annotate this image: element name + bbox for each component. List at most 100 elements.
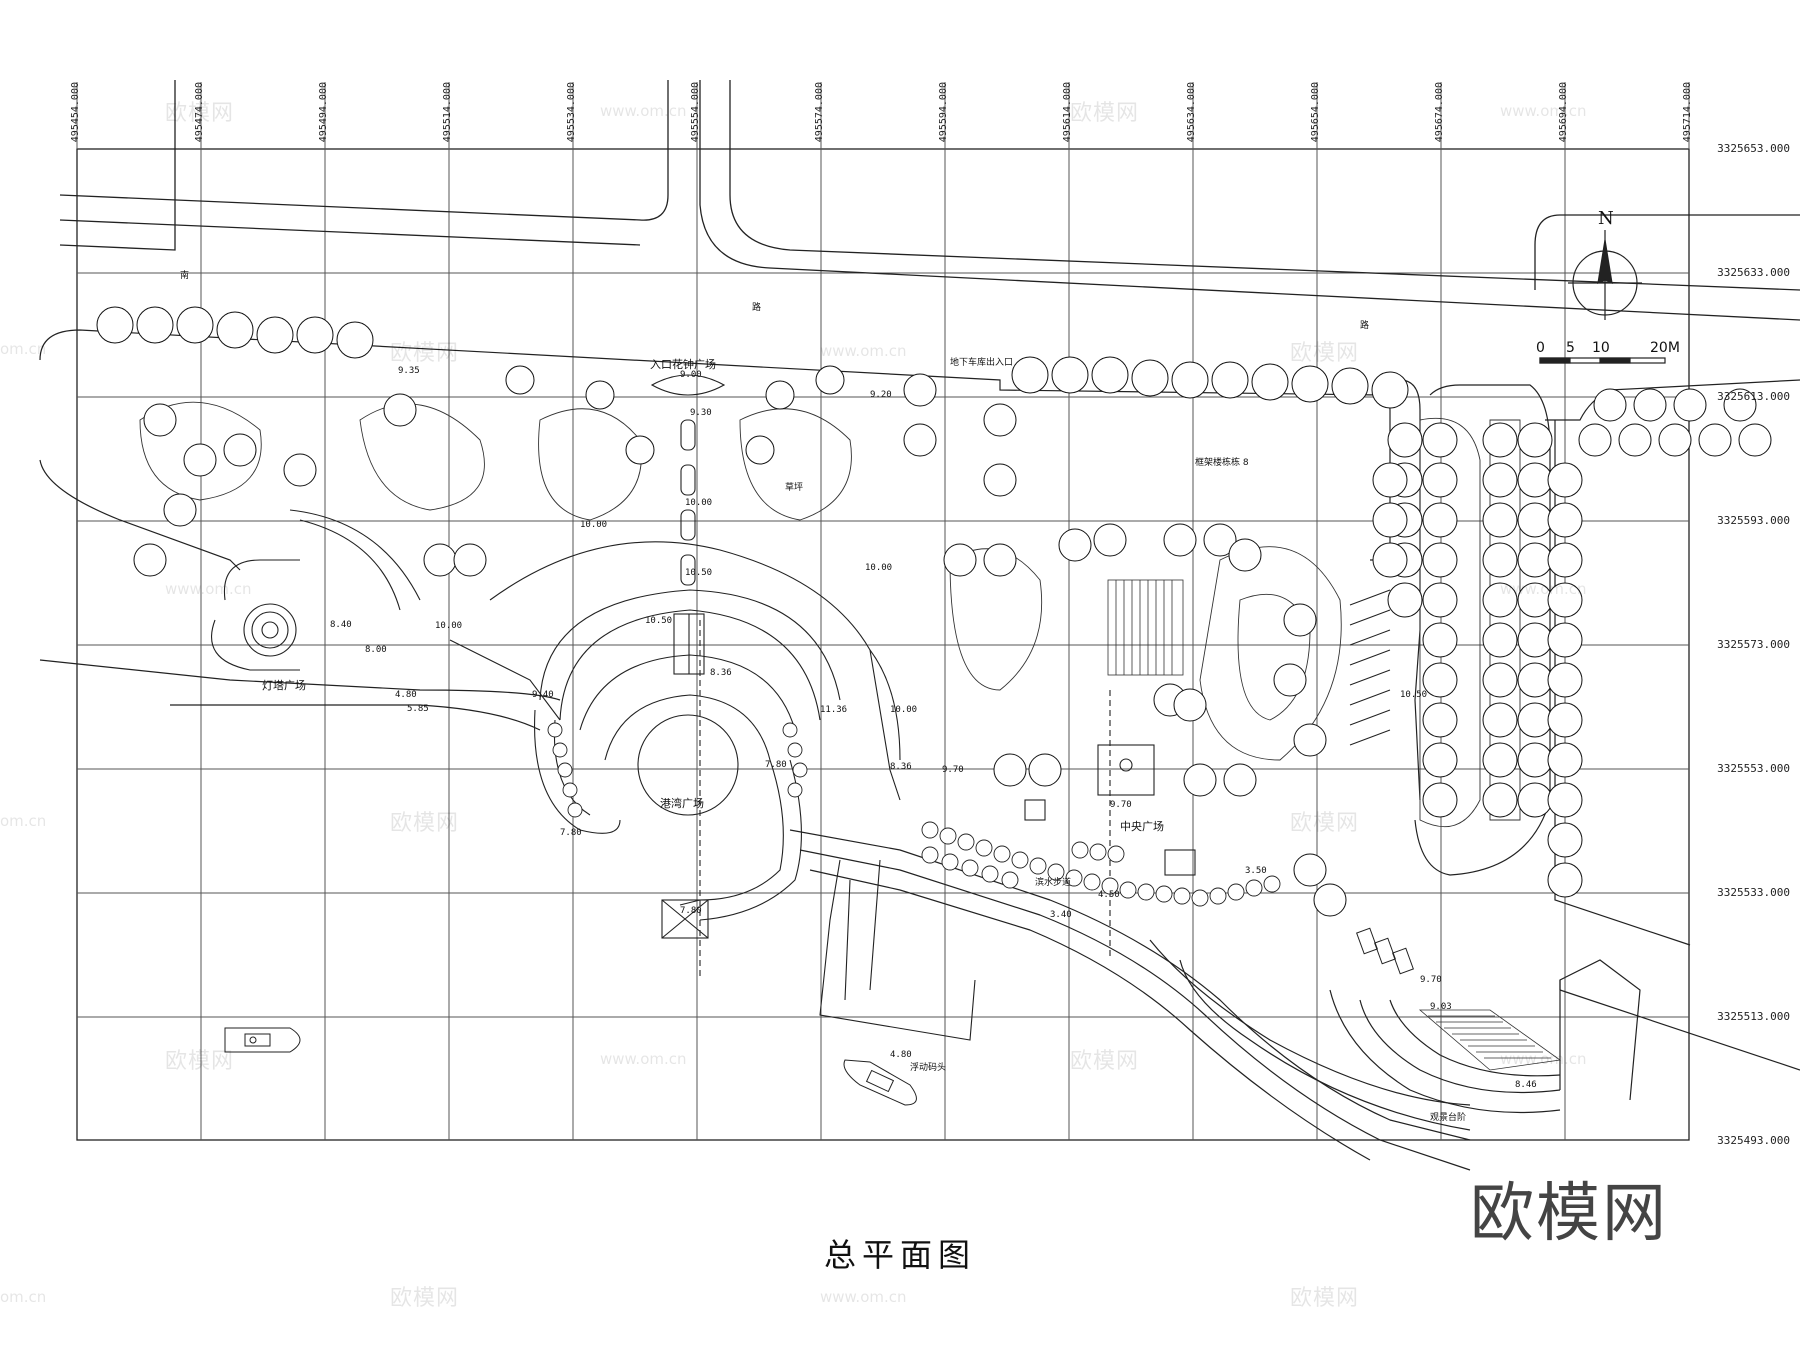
boat-speedboat-right — [843, 1059, 917, 1106]
label-entrance-plaza: 入口花钟广场 — [650, 358, 716, 371]
spot-elevation: 10.00 — [580, 520, 608, 530]
grid-y-label: 3325593.000 — [1717, 514, 1790, 527]
brand-logo: 欧模网 — [1470, 1177, 1668, 1251]
spot-elevation: 9.40 — [532, 690, 554, 700]
grid-x-label: 495494.000 — [318, 82, 329, 143]
spot-elevation: 10.00 — [890, 705, 918, 715]
label-center-plaza: 中央广场 — [1120, 820, 1164, 833]
spot-elevation: 9.70 — [942, 765, 964, 775]
boat-speedboat-left — [224, 1027, 301, 1053]
label-road: 路 — [752, 303, 762, 313]
label-path: 滨水步道 — [1035, 878, 1072, 888]
grid-x-label: 495514.000 — [442, 82, 453, 143]
spot-elevation: 10.00 — [865, 563, 893, 573]
label-road: 路 — [1360, 321, 1370, 331]
spot-elevation: 7.80 — [560, 828, 582, 838]
spot-elevation: 5.85 — [407, 704, 429, 714]
label-lawn: 草坪 — [785, 483, 804, 493]
spot-elevation: 3.40 — [1050, 910, 1072, 920]
watermark: 欧模网 — [1070, 101, 1140, 126]
trees — [96, 306, 1772, 917]
watermark: 欧模网 — [165, 101, 235, 126]
waterfront-edge — [789, 829, 1800, 1171]
drawing-title: 总平面图 — [823, 1236, 976, 1274]
spot-elevation: 11.36 — [820, 705, 848, 715]
spot-elevation: 7.80 — [765, 760, 787, 770]
grid-x-label: 495454.000 — [70, 82, 81, 143]
watermark: www.om.cn — [820, 1288, 907, 1306]
watermark: 欧模网 — [1290, 811, 1360, 836]
scale-label: 0 — [1536, 340, 1545, 356]
spot-elevation: 4.80 — [890, 1050, 912, 1060]
label-lantern-plaza: 灯塔广场 — [262, 679, 306, 692]
north-arrow — [1568, 230, 1642, 320]
watermark: 欧模网 — [165, 1049, 235, 1074]
watermark: 欧模网 — [390, 1286, 460, 1311]
spot-elevation: 10.00 — [435, 621, 463, 631]
spot-elevation: 4.50 — [1098, 890, 1120, 900]
label-harbor-plaza: 港湾广场 — [660, 797, 704, 810]
grid-y-label: 3325633.000 — [1717, 266, 1790, 279]
spot-elevation: 8.00 — [365, 645, 387, 655]
watermark: www.om.cn — [1500, 1050, 1587, 1068]
spot-elevation: 9.03 — [1430, 1002, 1452, 1012]
grid-y-label: 3325553.000 — [1717, 762, 1790, 775]
watermark: 欧模网 — [390, 341, 460, 366]
watermark: www.om.cn — [600, 1050, 687, 1068]
spot-elevation: 10.50 — [645, 616, 673, 626]
label-viewing-stair: 观景台阶 — [1430, 1113, 1467, 1123]
watermark: om.cn — [0, 1288, 47, 1306]
grid-y-label: 3325513.000 — [1717, 1010, 1790, 1023]
watermark: 欧模网 — [1290, 341, 1360, 366]
spot-elevation: 3.50 — [1245, 866, 1267, 876]
spot-elevation: 9.70 — [1420, 975, 1442, 985]
grid-x-label: 495534.000 — [566, 82, 577, 143]
grid-y-label: 3325573.000 — [1717, 638, 1790, 651]
watermark: www.om.cn — [820, 342, 907, 360]
watermark: 欧模网 — [1290, 1286, 1360, 1311]
spot-elevation: 10.50 — [1400, 690, 1428, 700]
spot-elevation: 10.00 — [685, 498, 713, 508]
watermark: www.om.cn — [1500, 580, 1587, 598]
spot-elevation: 9.35 — [398, 366, 420, 376]
watermark: www.om.cn — [165, 580, 252, 598]
spot-elevation: 9.70 — [1110, 800, 1132, 810]
spot-elevation: 9.20 — [870, 390, 892, 400]
grid-x-label: 495594.000 — [938, 82, 949, 143]
spot-elevation: 8.46 — [1515, 1080, 1537, 1090]
watermark: www.om.cn — [600, 102, 687, 120]
grid-y-label: 3325533.000 — [1717, 886, 1790, 899]
grid-y-label: 3325653.000 — [1717, 142, 1790, 155]
spot-elevation: 7.80 — [680, 906, 702, 916]
watermark: om.cn — [0, 340, 47, 358]
grid-y-label: 3325493.000 — [1717, 1134, 1790, 1147]
label-parking-entrance: 地下车库出入口 — [950, 358, 1014, 368]
spot-elevation: 9.00 — [680, 370, 702, 380]
spot-elevation: 8.40 — [330, 620, 352, 630]
floating-dock — [819, 859, 976, 1041]
scale-bar — [1539, 357, 1666, 364]
grid-x-label: 495714.000 — [1682, 82, 1693, 143]
shrub-borders — [547, 722, 1281, 907]
center-plaza-feature — [1024, 744, 1196, 876]
scale-label: 20M — [1650, 340, 1680, 356]
label-floating-dock: 浮动码头 — [910, 1063, 947, 1073]
spot-elevation: 8.36 — [710, 668, 732, 678]
grid-x-label: 495674.000 — [1434, 82, 1445, 143]
spot-elevation: 10.50 — [685, 568, 713, 578]
scale-label: 5 — [1566, 340, 1575, 356]
stair-hatching — [1107, 579, 1562, 1071]
grid-y-label: 3325613.000 — [1717, 390, 1790, 403]
watermark: www.om.cn — [1500, 102, 1587, 120]
spot-elevation: 8.36 — [890, 762, 912, 772]
watermark: 欧模网 — [390, 811, 460, 836]
grid-x-label: 495634.000 — [1186, 82, 1197, 143]
label-building: 框架楼栋栋 8 — [1195, 458, 1249, 468]
spot-elevation: 9.30 — [690, 408, 712, 418]
roads — [59, 80, 1800, 321]
central-axis — [650, 374, 1111, 980]
scale-label: 10 — [1592, 340, 1610, 356]
central-harbor-plaza — [449, 541, 901, 939]
grid-x-label: 495554.000 — [690, 82, 701, 143]
